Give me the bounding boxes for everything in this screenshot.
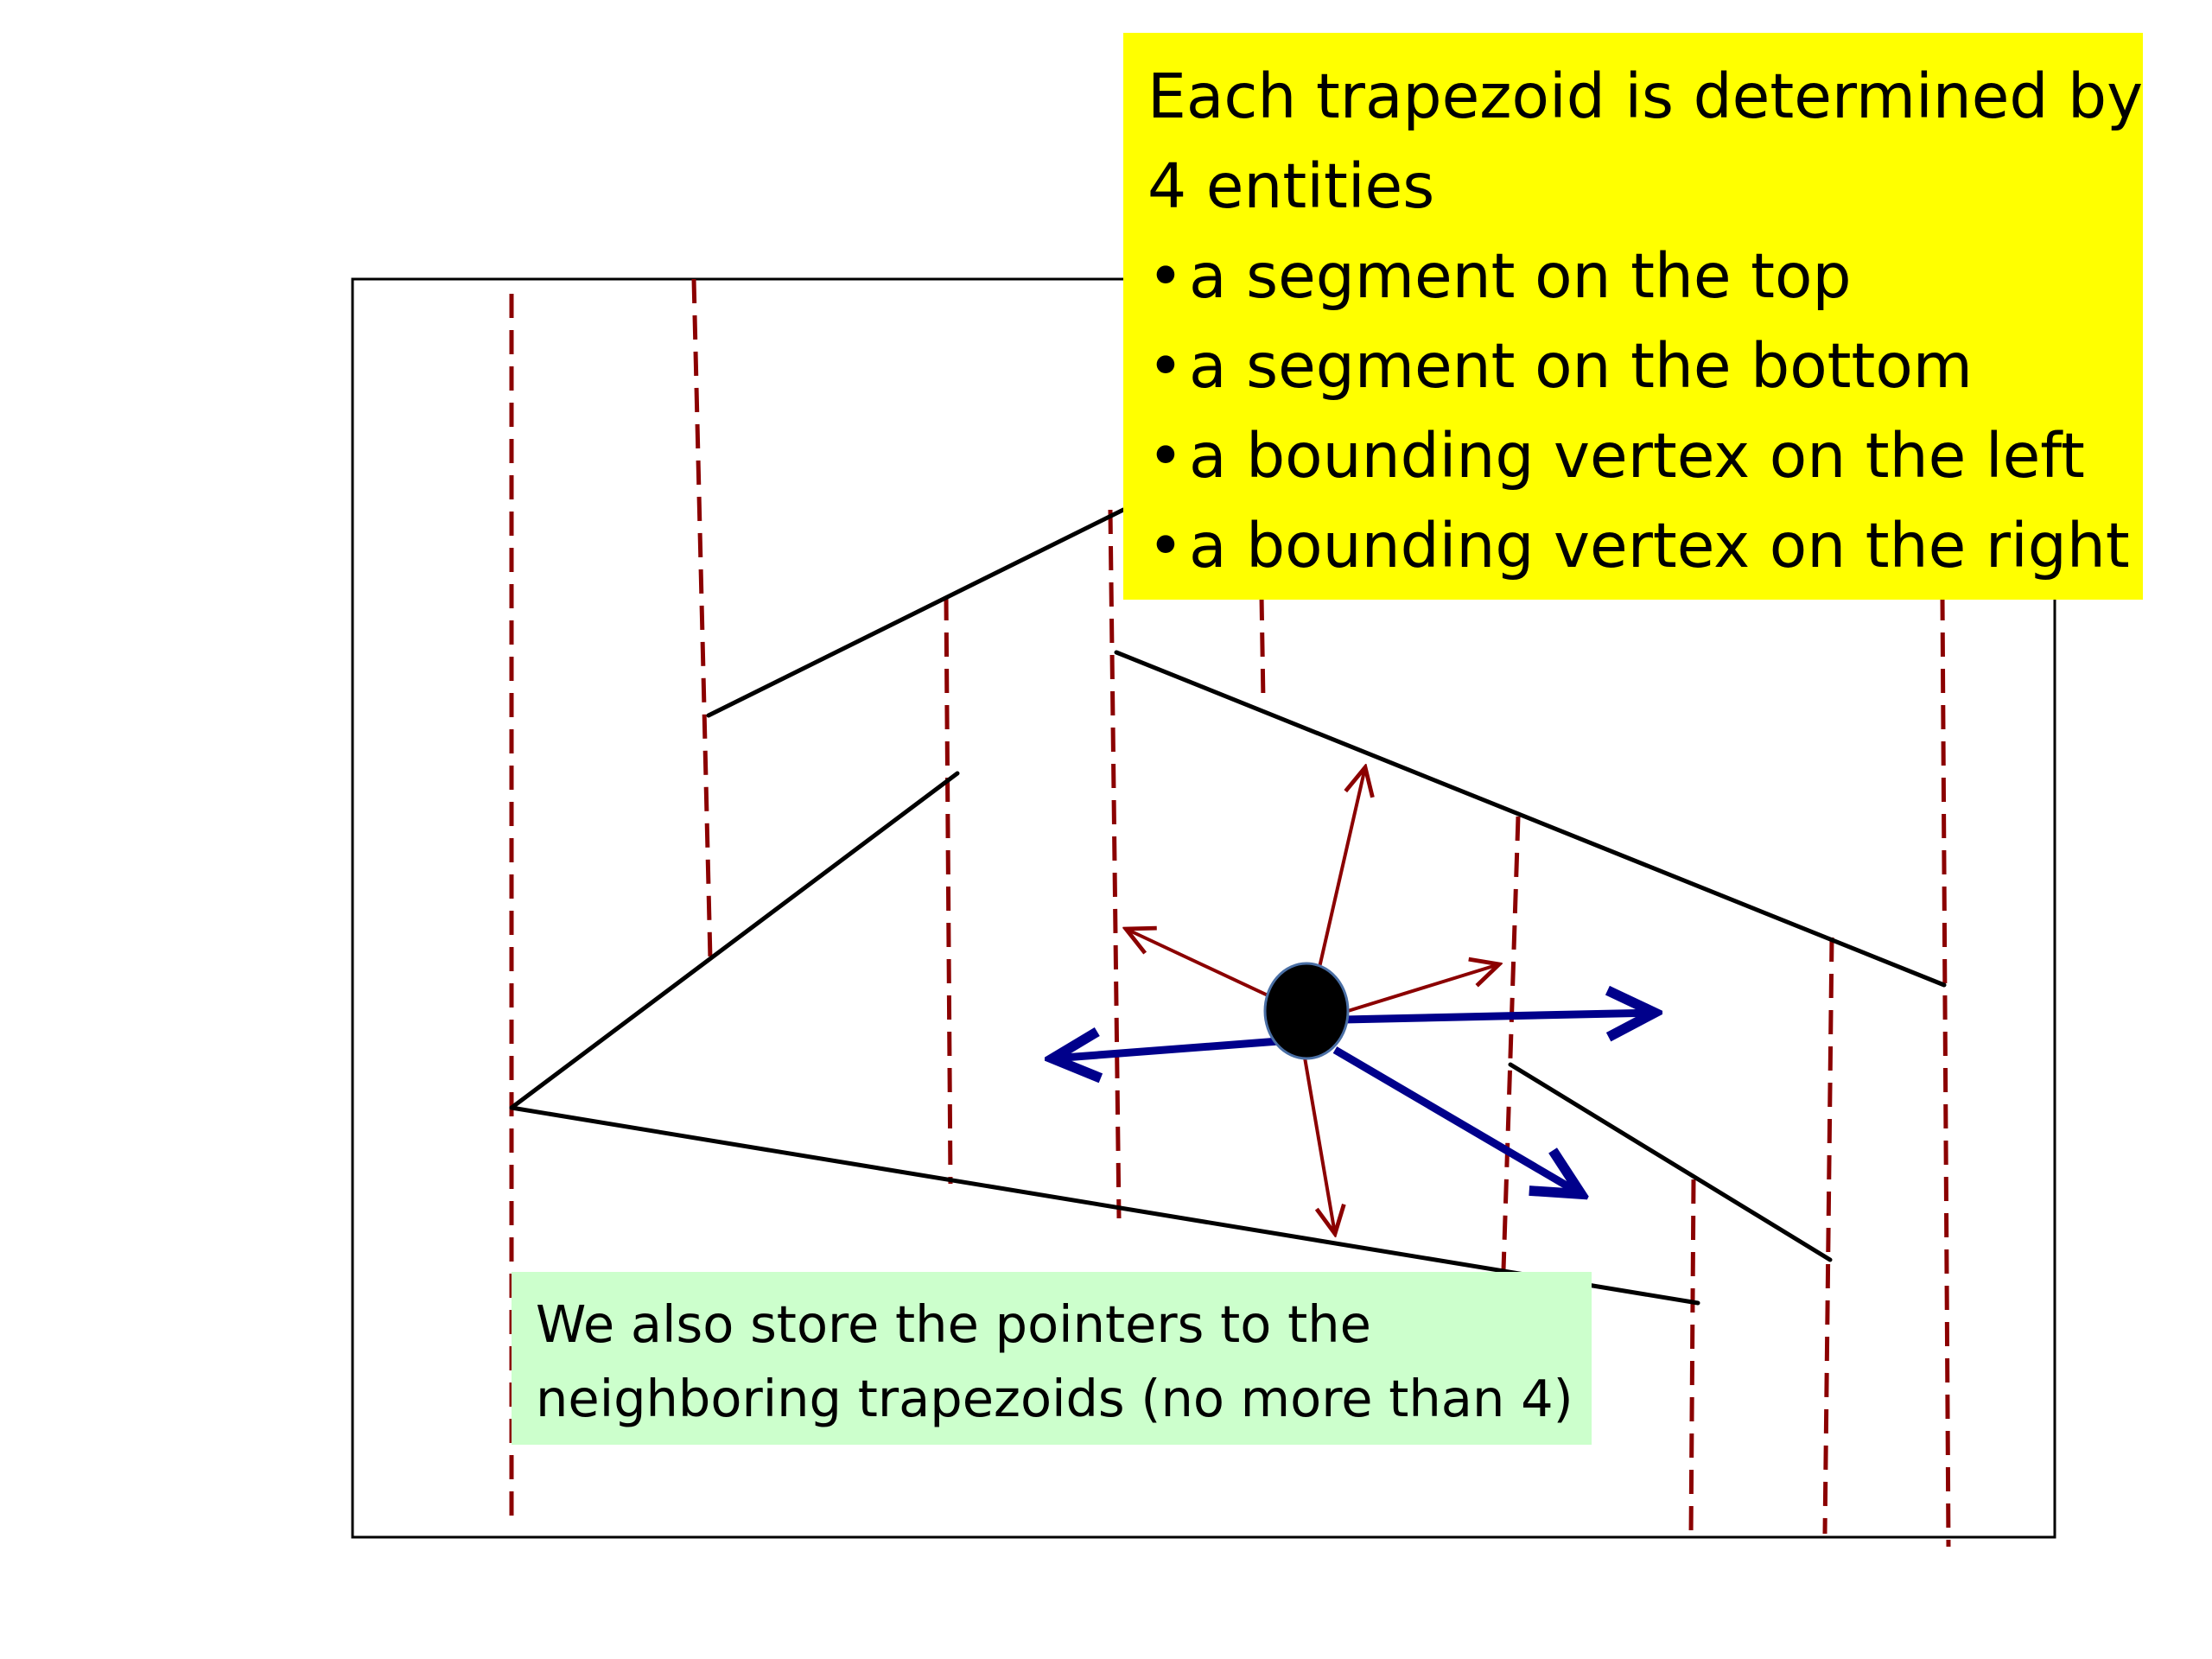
vertical-extension (1688, 1179, 1696, 1538)
callout-bullet-left-vertex: •a bounding vertex on the left (1147, 411, 2119, 501)
segment (1114, 650, 1947, 988)
segment (509, 1105, 1700, 1306)
pointer-arrow-down (1303, 1057, 1335, 1234)
vertical-extension (1259, 595, 1266, 701)
bullet-text: a bounding vertex on the left (1189, 420, 2085, 492)
callout-heading-line-1: Each trapezoid is determined by (1147, 60, 2144, 132)
bullet-text: a segment on the bottom (1189, 330, 1973, 402)
segment (706, 507, 1126, 718)
segment (509, 771, 960, 1110)
vertical-extension (1501, 816, 1521, 1271)
neighbors-note: We also store the pointers to the neighb… (512, 1272, 1592, 1445)
note-line-1: We also store the pointers to the (536, 1294, 1371, 1354)
callout-bullet-right-vertex: •a bounding vertex on the right (1147, 501, 2130, 591)
callout-bullet-bottom-segment: •a segment on the bottom (1147, 321, 2119, 411)
pointer-arrow-left (1052, 1041, 1280, 1058)
pointer-arrow-down-right (1332, 1046, 1581, 1194)
segment (1508, 1062, 1833, 1262)
bullet-text: a bounding vertex on the right (1189, 510, 2130, 582)
pointer-arrow-up-left (1126, 929, 1293, 1008)
bullet-symbol: • (1147, 510, 1184, 582)
input-segments (509, 507, 1947, 1306)
vertical-extension (691, 278, 713, 960)
bullet-text: a segment on the top (1189, 240, 1852, 312)
callout-heading-line-2: 4 entities (1147, 150, 1435, 222)
vertical-extension (1822, 937, 1834, 1535)
pointer-arrow-up-right (1347, 964, 1499, 1013)
vertical-extension (1108, 509, 1122, 1219)
vertical-extension (1940, 595, 1951, 1548)
entities-callout: Each trapezoid is determined by 4 entiti… (1123, 33, 2143, 600)
bullet-symbol: • (1147, 240, 1184, 312)
major-neighbor-pointers (1052, 1013, 1655, 1194)
query-point (1263, 962, 1350, 1060)
callout-bullet-top-segment: •a segment on the top (1147, 232, 2119, 321)
note-line-2: neighboring trapezoids (no more than 4) (536, 1369, 1573, 1428)
pointer-arrow-right (1343, 1013, 1655, 1020)
bullet-symbol: • (1147, 420, 1184, 492)
bullet-symbol: • (1147, 330, 1184, 402)
vertical-extension (944, 595, 953, 1185)
